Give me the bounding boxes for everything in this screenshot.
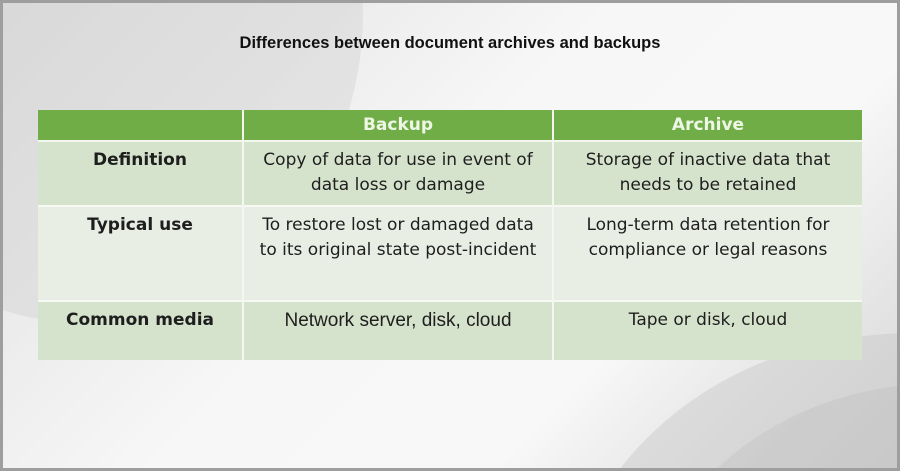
comparison-table: Backup Archive Definition Copy of data f… <box>38 110 862 360</box>
table-row: Definition Copy of data for use in event… <box>38 140 862 206</box>
archive-cell: Storage of inactive data that needs to b… <box>552 140 862 206</box>
row-label: Common media <box>38 300 243 360</box>
archive-cell: Tape or disk, cloud <box>552 300 862 360</box>
header-empty <box>38 110 243 142</box>
page-title: Differences between document archives an… <box>239 34 661 52</box>
table-row: Typical use To restore lost or damaged d… <box>38 205 862 301</box>
row-label: Typical use <box>38 205 243 301</box>
backup-cell: Network server, disk, cloud <box>242 300 553 360</box>
backup-cell: Copy of data for use in event of data lo… <box>242 140 553 206</box>
table-row: Common media Network server, disk, cloud… <box>38 300 862 360</box>
header-archive: Archive <box>552 110 862 142</box>
row-label: Definition <box>38 140 243 206</box>
backup-cell: To restore lost or damaged data to its o… <box>242 205 553 301</box>
table-header-row: Backup Archive <box>38 110 862 142</box>
archive-cell: Long-term data retention for compliance … <box>552 205 862 301</box>
header-backup: Backup <box>242 110 553 142</box>
